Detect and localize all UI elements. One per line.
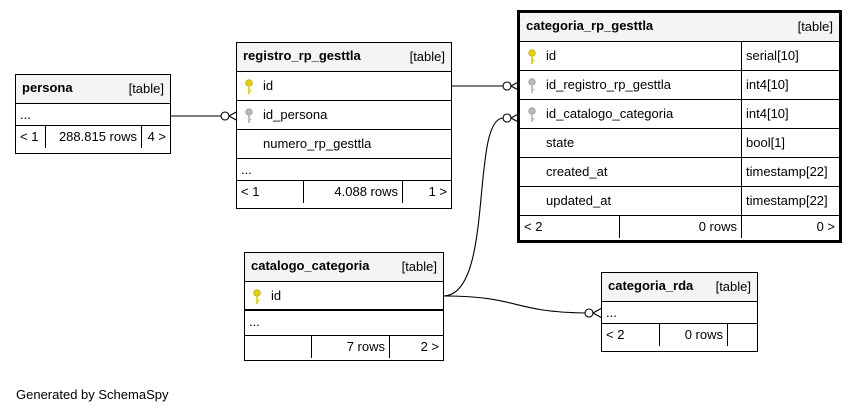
table-type: [table]	[128, 81, 164, 96]
link-catalogo-rda	[442, 295, 587, 314]
ellipsis-row: ...	[602, 302, 757, 324]
footer-row-count: 288.815 rows	[46, 126, 142, 148]
column-name: created_at	[546, 164, 608, 179]
footer-parents: < 1	[16, 126, 46, 148]
footer-children: 0 >	[816, 219, 835, 234]
crowsfoot-circle	[220, 111, 230, 121]
column-row[interactable]: id serial[10]	[520, 42, 839, 71]
column-name: id_catalogo_categoria	[546, 106, 674, 121]
foreign-key-icon	[245, 108, 253, 123]
column-name: updated_at	[546, 193, 612, 208]
table-name: categoria_rda	[608, 278, 694, 293]
column-type: int4[10]	[741, 100, 839, 128]
column-row[interactable]: id_catalogo_categoria int4[10]	[520, 100, 839, 129]
table-type: [table]	[409, 49, 445, 64]
footer-row-count: 0 rows	[620, 216, 742, 238]
ellipsis: ...	[241, 162, 252, 177]
ellipsis: ...	[20, 107, 31, 122]
table-type: [table]	[797, 19, 833, 34]
table-catalogo-categoria[interactable]: catalogo_categoria [table] id ... 7 rows…	[244, 252, 444, 361]
table-footer: < 2 0 rows 0 >	[520, 216, 839, 238]
footer-children: 1 >	[428, 184, 447, 199]
ellipsis: ...	[606, 305, 617, 320]
ellipsis-row: ...	[16, 104, 170, 126]
column-type: timestamp[22]	[741, 158, 839, 186]
column-name: id_persona	[263, 107, 328, 122]
foreign-key-icon	[528, 107, 536, 122]
column-name: id_registro_rp_gesttla	[546, 77, 672, 92]
footer-children: 2 >	[420, 339, 439, 354]
table-footer: < 1 288.815 rows 4 >	[16, 126, 170, 148]
column-name: id	[271, 288, 282, 303]
crowsfoot-circle	[502, 113, 512, 123]
footer-row-count: 7 rows	[312, 336, 390, 358]
column-row[interactable]: id	[245, 282, 443, 311]
column-name: numero_rp_gesttla	[263, 136, 372, 151]
primary-key-icon	[528, 49, 536, 64]
table-type: [table]	[401, 259, 437, 274]
column-row[interactable]: updated_at timestamp[22]	[520, 187, 839, 216]
ellipsis-row: ...	[237, 159, 451, 181]
table-registro-rp-gesttla[interactable]: registro_rp_gesttla [table] id id_person…	[236, 42, 452, 209]
table-categoria-rp-gesttla[interactable]: categoria_rp_gesttla [table] id serial[1…	[517, 10, 842, 243]
primary-key-icon	[245, 79, 253, 94]
table-name: categoria_rp_gesttla	[526, 18, 654, 33]
primary-key-icon	[253, 289, 261, 304]
column-row[interactable]: state bool[1]	[520, 129, 839, 158]
table-name: persona	[22, 80, 73, 95]
footer-parents: < 2	[520, 216, 620, 238]
footer-row-count: 4.088 rows	[304, 181, 403, 203]
column-row[interactable]: numero_rp_gesttla	[237, 130, 451, 159]
table-persona[interactable]: persona [table] ... < 1 288.815 rows 4 >	[15, 74, 171, 154]
column-name: id	[546, 48, 557, 63]
column-name: state	[546, 135, 575, 150]
column-type: int4[10]	[741, 71, 839, 99]
table-name: registro_rp_gesttla	[243, 48, 361, 63]
crowsfoot-lines	[592, 307, 603, 319]
column-type: serial[10]	[741, 42, 839, 70]
table-footer: < 1 4.088 rows 1 >	[237, 181, 451, 203]
foreign-key-icon	[528, 78, 536, 93]
link-catalogo-categoria	[442, 117, 504, 297]
table-header: categoria_rda [table]	[602, 273, 757, 302]
footer-row-count: 0 rows	[660, 324, 728, 346]
table-name: catalogo_categoria	[251, 258, 370, 273]
crowsfoot-circle	[502, 81, 512, 91]
footer-children	[728, 324, 757, 346]
ellipsis: ...	[249, 314, 260, 329]
table-header: catalogo_categoria [table]	[245, 253, 443, 282]
column-row[interactable]: created_at timestamp[22]	[520, 158, 839, 187]
table-type: [table]	[715, 279, 751, 294]
table-header: persona [table]	[16, 75, 170, 104]
column-row[interactable]: id_persona	[237, 101, 451, 130]
footer-parents: < 2	[602, 324, 660, 346]
generated-by-text: Generated by SchemaSpy	[16, 387, 169, 402]
table-footer: 7 rows 2 >	[245, 336, 443, 358]
column-type: bool[1]	[741, 129, 839, 157]
column-type: timestamp[22]	[741, 187, 839, 215]
footer-children: 4 >	[147, 129, 166, 144]
table-header: registro_rp_gesttla [table]	[237, 43, 451, 72]
footer-parents: < 1	[237, 181, 304, 203]
table-footer: < 2 0 rows	[602, 324, 757, 346]
ellipsis-row: ...	[245, 311, 443, 336]
column-name: id	[263, 78, 274, 93]
footer-parents	[245, 336, 312, 358]
column-row[interactable]: id_registro_rp_gesttla int4[10]	[520, 71, 839, 100]
table-categoria-rda[interactable]: categoria_rda [table] ... < 2 0 rows	[601, 272, 758, 352]
crowsfoot-circle	[584, 308, 594, 318]
table-header: categoria_rp_gesttla [table]	[520, 13, 839, 42]
column-row[interactable]: id	[237, 72, 451, 101]
